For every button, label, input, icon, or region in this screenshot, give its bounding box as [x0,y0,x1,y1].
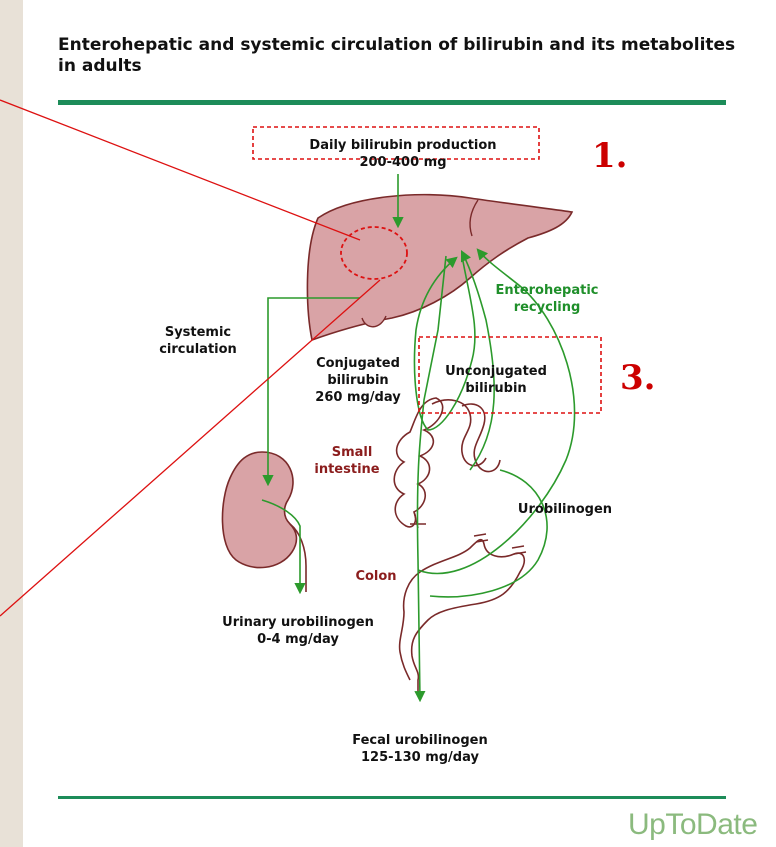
urinary-label: Urinary urobilinogen [196,614,400,631]
circulation-label: circulation [148,341,248,358]
intestine-label: intestine [302,461,392,478]
fecal-value: 125-130 mg/day [330,749,510,766]
daily-production-label: Daily bilirubin production [268,137,538,154]
enterohepatic-label: Enterohepatic [482,282,612,299]
uptodate-logo: UpToDate [628,808,757,842]
systemic-label: Systemic [148,324,248,341]
arrow-intestine-to-colon [430,470,547,597]
conjugated-label: Conjugated [308,355,408,372]
marker-one: 1. [592,136,628,176]
colon-label: Colon [348,568,404,585]
unconjugated-bilirubin-label: bilirubin [432,380,560,397]
conjugated-value: 260 mg/day [300,389,416,406]
recycling-label: recycling [482,299,612,316]
duodenum-shape [462,404,500,472]
colon-tick-1 [474,534,488,542]
arrow-conjugated-down [417,256,446,700]
small-label: Small [312,444,392,461]
small-intestine-shape [394,398,486,527]
conjugated-bilirubin-label: bilirubin [308,372,408,389]
colon-tick-2 [512,546,526,554]
daily-production-value: 200-400 mg [268,154,538,171]
bottom-divider [58,796,726,799]
marker-three: 3. [620,358,656,398]
urinary-value: 0-4 mg/day [196,631,400,648]
fecal-label: Fecal urobilinogen [330,732,510,749]
urobilinogen-label: Urobilinogen [500,501,630,518]
unconjugated-label: Unconjugated [432,363,560,380]
